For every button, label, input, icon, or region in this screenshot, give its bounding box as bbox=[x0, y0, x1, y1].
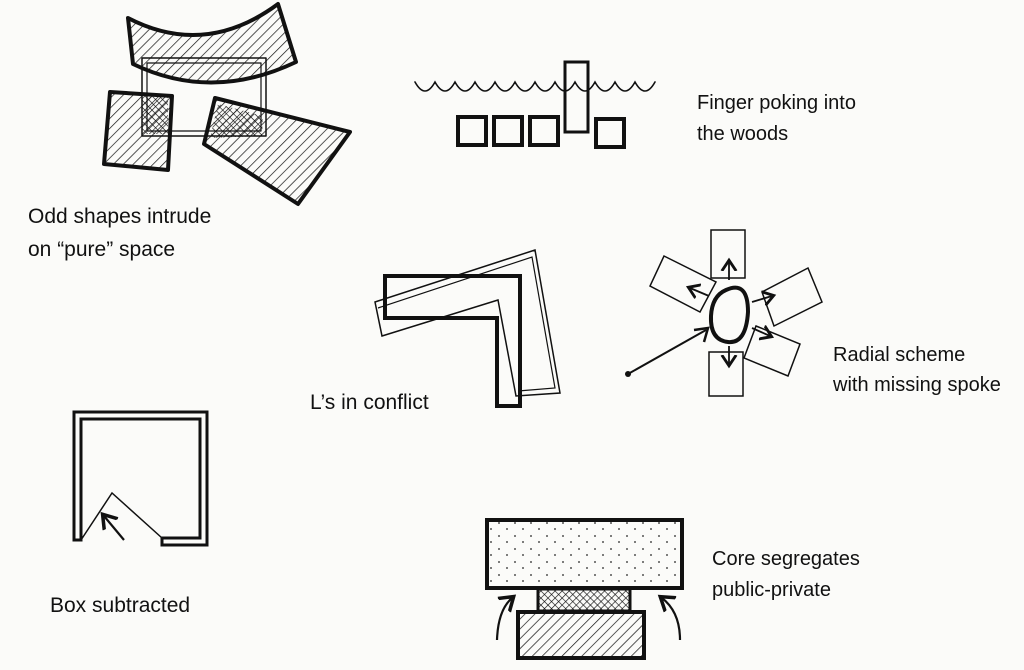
core-diagram bbox=[485, 518, 684, 660]
woods-line bbox=[414, 80, 656, 92]
caption-finger-line1: Finger poking into bbox=[697, 92, 856, 114]
small-box-3 bbox=[528, 115, 560, 147]
spoke-top bbox=[710, 229, 746, 279]
finger-diagram bbox=[414, 60, 656, 149]
caption-radial: Radial scheme with missing spoke bbox=[833, 340, 1001, 400]
odd-shapes-diagram bbox=[102, 2, 352, 206]
caption-l-conflict: L’s in conflict bbox=[310, 386, 429, 419]
subtracted-box-outline bbox=[72, 410, 209, 547]
small-box-2 bbox=[492, 115, 524, 147]
finger-box bbox=[563, 60, 590, 134]
caption-box-subtracted-line1: Box subtracted bbox=[50, 594, 191, 617]
radial-core bbox=[708, 285, 751, 345]
caption-box-subtracted: Box subtracted bbox=[50, 589, 190, 622]
l-shape-bold bbox=[383, 274, 522, 408]
caption-core-line1: Core segregates bbox=[712, 548, 860, 570]
box-subtracted-diagram bbox=[72, 410, 209, 547]
caption-radial-line1: Radial scheme bbox=[833, 344, 966, 366]
radial-diagram bbox=[625, 229, 823, 397]
caption-finger: Finger poking into the woods bbox=[697, 88, 856, 150]
caption-odd-shapes-line2: on “pure” space bbox=[28, 238, 176, 261]
public-zone bbox=[485, 518, 684, 590]
caption-odd-shapes: Odd shapes intrude on “pure” space bbox=[28, 200, 211, 266]
l-shape-tilted bbox=[374, 249, 561, 397]
small-box-1 bbox=[456, 115, 488, 147]
caption-finger-line2: the woods bbox=[697, 123, 789, 145]
spoke-bottom bbox=[708, 351, 744, 397]
caption-core-line2: public-private bbox=[712, 579, 831, 601]
spoke-lower-right bbox=[743, 325, 801, 377]
missing-spoke-line bbox=[627, 329, 707, 375]
spoke-upper-left bbox=[649, 254, 718, 314]
caption-l-conflict-line1: L’s in conflict bbox=[310, 391, 429, 414]
caption-odd-shapes-line1: Odd shapes intrude bbox=[28, 205, 212, 228]
small-box-4 bbox=[594, 117, 626, 149]
l-conflict-diagram bbox=[374, 249, 561, 408]
curved-shape bbox=[126, 2, 298, 85]
core-block bbox=[536, 587, 632, 613]
spoke-upper-right bbox=[761, 266, 823, 328]
caption-core: Core segregates public-private bbox=[712, 544, 860, 606]
caption-radial-line2: with missing spoke bbox=[833, 374, 1001, 396]
private-zone bbox=[516, 610, 646, 660]
